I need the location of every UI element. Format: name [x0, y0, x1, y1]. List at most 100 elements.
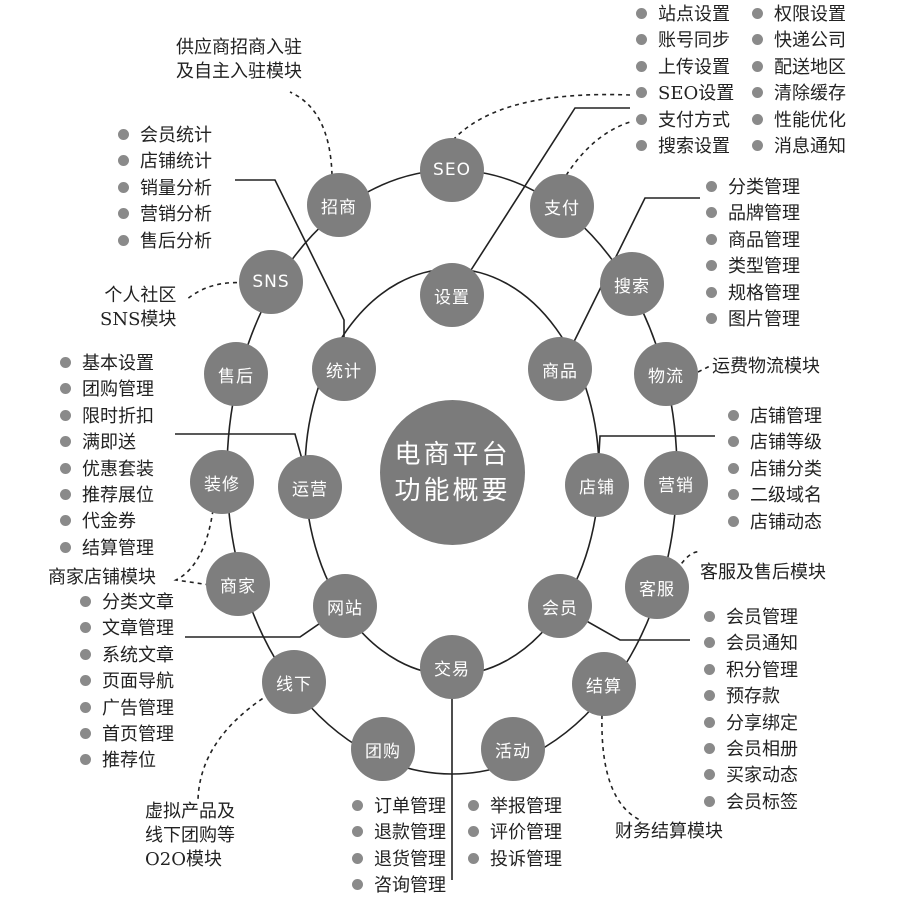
list-item: 预存款 [704, 684, 798, 710]
list-item: 店铺统计 [118, 149, 212, 175]
note-line: 客服及售后模块 [700, 562, 826, 583]
list-item: 基本设置 [60, 351, 154, 377]
list-item: 文章管理 [80, 616, 174, 642]
dash-seo [452, 93, 631, 141]
note-offline: 虚拟产品及 线下团购等 O2O模块 [145, 800, 235, 872]
list-item: 店铺动态 [728, 510, 822, 536]
trade-list-col2: 举报管理 评价管理 投诉管理 [468, 794, 562, 873]
list-item: 售后分析 [118, 229, 212, 255]
list-item: 会员通知 [704, 631, 798, 657]
note-logistics: 运费物流模块 [712, 355, 820, 379]
dash-finance [601, 714, 641, 821]
dash-logistics [697, 365, 711, 373]
list-item: 支付方式 [636, 108, 734, 134]
node-stats[interactable]: 统计 [312, 337, 376, 401]
list-item: 清除缓存 [752, 81, 846, 107]
list-item: 配送地区 [752, 55, 846, 81]
list-item: 店铺分类 [728, 457, 822, 483]
node-seo[interactable]: SEO [420, 138, 484, 202]
node-settlement[interactable]: 结算 [572, 652, 636, 716]
note-line: 财务结算模块 [615, 821, 723, 842]
list-item: SEO设置 [636, 81, 734, 107]
node-sns[interactable]: SNS [239, 250, 303, 314]
node-operations[interactable]: 运营 [278, 455, 342, 519]
node-pay[interactable]: 支付 [530, 174, 594, 238]
node-trade[interactable]: 交易 [420, 635, 484, 699]
connector-settings [454, 107, 630, 296]
connector-goods [559, 197, 700, 371]
list-item: 限时折扣 [60, 404, 154, 430]
list-item: 举报管理 [468, 794, 562, 820]
node-logistics[interactable]: 物流 [634, 342, 698, 406]
note-line: 供应商招商入驻 [176, 37, 302, 58]
list-item: 类型管理 [706, 254, 800, 280]
note-line: 个人社区 [104, 285, 177, 306]
note-line: O2O模块 [145, 849, 222, 870]
goods-list: 分类管理 品牌管理 商品管理 类型管理 规格管理 图片管理 [706, 175, 800, 333]
center-title-line1: 电商平台 [394, 439, 511, 470]
list-item: 页面导航 [80, 669, 174, 695]
node-investment[interactable]: 招商 [307, 173, 371, 237]
list-item: 会员管理 [704, 605, 798, 631]
list-item: 推荐展位 [60, 483, 154, 509]
list-item: 退货管理 [352, 847, 446, 873]
list-item: 上传设置 [636, 55, 734, 81]
node-activity[interactable]: 活动 [481, 717, 545, 781]
list-item: 退款管理 [352, 820, 446, 846]
dash-supplier [289, 91, 333, 176]
note-line: 商家店铺模块 [48, 567, 156, 588]
list-item: 商品管理 [706, 228, 800, 254]
node-marketing[interactable]: 营销 [644, 451, 708, 515]
note-line: SNS模块 [100, 309, 177, 330]
node-group-buy[interactable]: 团购 [351, 717, 415, 781]
note-merchant: 商家店铺模块 [48, 566, 156, 590]
list-item: 首页管理 [80, 722, 174, 748]
node-members[interactable]: 会员 [528, 574, 592, 638]
list-item: 会员相册 [704, 737, 798, 763]
list-item: 店铺管理 [728, 404, 822, 430]
list-item: 销量分析 [118, 176, 212, 202]
node-after-sales[interactable]: 售后 [204, 342, 268, 406]
node-goods[interactable]: 商品 [528, 337, 592, 401]
trade-list-col1: 订单管理 退款管理 退货管理 咨询管理 [352, 794, 446, 900]
settings-list-col2: 权限设置 快递公司 配送地区 清除缓存 性能优化 消息通知 [752, 2, 846, 160]
node-settings[interactable]: 设置 [420, 263, 484, 327]
note-supplier: 供应商招商入驻 及自主入驻模块 [176, 36, 302, 84]
list-item: 分类管理 [706, 175, 800, 201]
list-item: 会员标签 [704, 790, 798, 816]
note-service: 客服及售后模块 [700, 561, 826, 585]
list-item: 评价管理 [468, 820, 562, 846]
note-line: 运费物流模块 [712, 356, 820, 377]
dash-sns [185, 281, 246, 301]
operations-list: 基本设置 团购管理 限时折扣 满即送 优惠套装 推荐展位 代金券 结算管理 [60, 351, 154, 562]
node-website[interactable]: 网站 [313, 574, 377, 638]
settings-list-col1: 站点设置 账号同步 上传设置 SEO设置 支付方式 搜索设置 [636, 2, 734, 160]
note-line: 及自主入驻模块 [176, 61, 302, 82]
list-item: 图片管理 [706, 307, 800, 333]
node-offline[interactable]: 线下 [262, 650, 326, 714]
center-hub: 电商平台 功能概要 [380, 400, 525, 545]
node-service[interactable]: 客服 [625, 555, 689, 619]
website-list: 分类文章 文章管理 系统文章 页面导航 广告管理 首页管理 推荐位 [80, 590, 174, 775]
node-decoration[interactable]: 装修 [190, 450, 254, 514]
list-item: 品牌管理 [706, 201, 800, 227]
note-sns: 个人社区 SNS模块 [100, 284, 176, 332]
node-merchant[interactable]: 商家 [206, 552, 270, 616]
list-item: 会员统计 [118, 123, 212, 149]
list-item: 分类文章 [80, 590, 174, 616]
list-item: 积分管理 [704, 658, 798, 684]
list-item: 广告管理 [80, 696, 174, 722]
list-item: 站点设置 [636, 2, 734, 28]
center-title-line2: 功能概要 [394, 475, 511, 506]
stats-list: 会员统计 店铺统计 销量分析 营销分析 售后分析 [118, 123, 212, 255]
list-item: 代金券 [60, 509, 154, 535]
members-list: 会员管理 会员通知 积分管理 预存款 分享绑定 会员相册 买家动态 会员标签 [704, 605, 798, 816]
stores-list: 店铺管理 店铺等级 店铺分类 二级域名 店铺动态 [728, 404, 822, 536]
note-line: 线下团购等 [145, 825, 235, 846]
list-item: 咨询管理 [352, 873, 446, 899]
list-item: 规格管理 [706, 281, 800, 307]
node-search[interactable]: 搜索 [600, 252, 664, 316]
list-item: 团购管理 [60, 377, 154, 403]
node-stores[interactable]: 店铺 [565, 453, 629, 517]
